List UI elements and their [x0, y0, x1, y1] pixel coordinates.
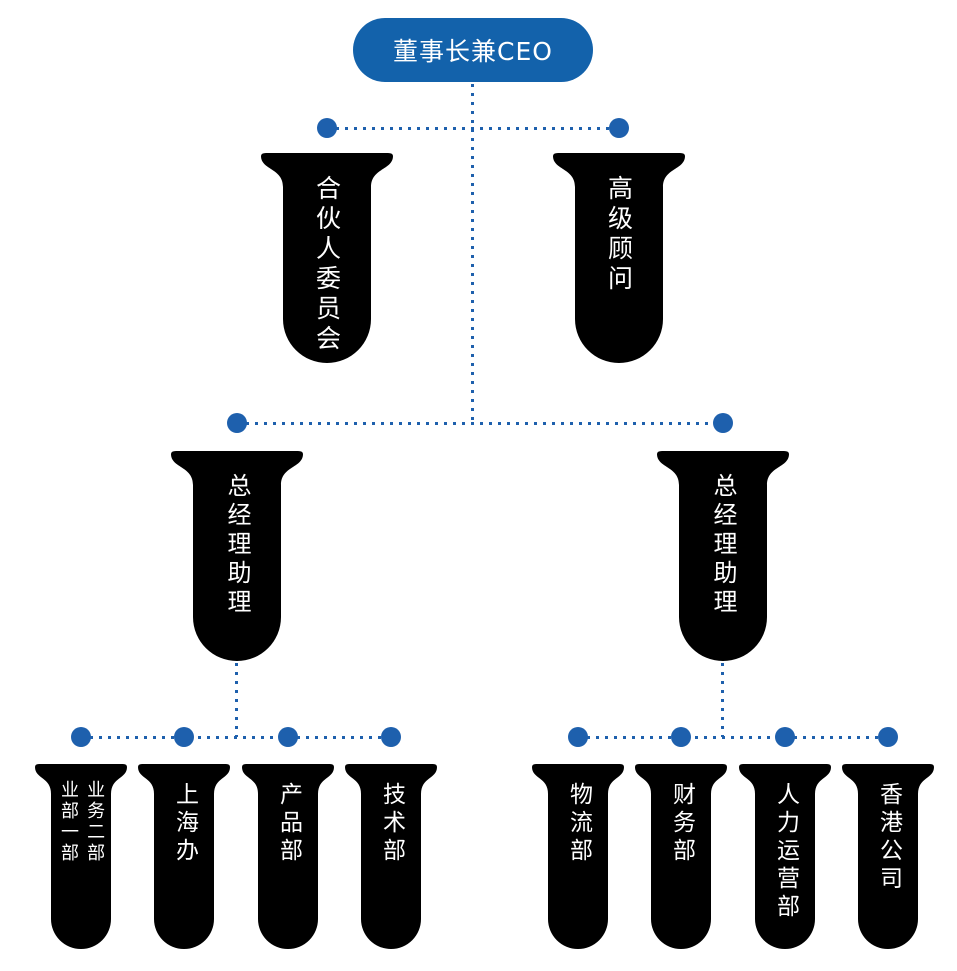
node-tech-dept: 技术部: [345, 764, 437, 949]
business-depts-label: 业务二部 业部一部: [55, 780, 107, 864]
tech-dept-label: 技术部: [378, 782, 405, 866]
node-senior-advisor: 高级顾问: [553, 153, 685, 363]
junction-dot-l4-5: [568, 727, 588, 747]
node-hr-operations-dept: 人力运营部: [739, 764, 831, 949]
junction-dot-l3-left: [227, 413, 247, 433]
junction-dot-l4-7: [775, 727, 795, 747]
node-shanghai-office: 上海办: [138, 764, 230, 949]
connector-right-assistant-vline: [721, 663, 724, 737]
junction-dot-l3-right: [713, 413, 733, 433]
connector-level4-left-hline: [81, 736, 391, 739]
junction-dot-l2-left: [317, 118, 337, 138]
node-gm-assistant-left: 总经理助理: [171, 451, 303, 661]
connector-level4-right-hline: [578, 736, 888, 739]
junction-dot-l4-8: [878, 727, 898, 747]
gm-assistant-right-label: 总经理助理: [709, 473, 737, 618]
node-product-dept: 产品部: [242, 764, 334, 949]
logistics-dept-label: 物流部: [565, 782, 592, 866]
junction-dot-l4-6: [671, 727, 691, 747]
node-partner-committee: 合伙人委员会: [261, 153, 393, 363]
business-dept2-label: 业务二部: [84, 780, 106, 864]
partner-committee-label: 合伙人委员会: [312, 175, 342, 355]
junction-dot-l4-1: [71, 727, 91, 747]
node-chairman-ceo: 董事长兼CEO: [353, 18, 593, 82]
connector-trunk-vline: [471, 84, 474, 423]
senior-advisor-label: 高级顾问: [604, 175, 634, 295]
node-business-depts: 业务二部 业部一部: [35, 764, 127, 949]
shanghai-office-label: 上海办: [171, 782, 198, 866]
node-finance-dept: 财务部: [635, 764, 727, 949]
junction-dot-l2-right: [609, 118, 629, 138]
hongkong-company-label: 香港公司: [875, 782, 902, 894]
business-dept1-label: 业部一部: [58, 780, 79, 864]
gm-assistant-left-label: 总经理助理: [223, 473, 251, 618]
node-logistics-dept: 物流部: [532, 764, 624, 949]
hr-operations-dept-label: 人力运营部: [772, 782, 799, 922]
finance-dept-label: 财务部: [668, 782, 695, 866]
product-dept-label: 产品部: [275, 782, 302, 866]
connector-level2-hline: [327, 127, 619, 130]
node-gm-assistant-right: 总经理助理: [657, 451, 789, 661]
chairman-ceo-label: 董事长兼CEO: [393, 37, 553, 66]
junction-dot-l4-4: [381, 727, 401, 747]
node-hongkong-company: 香港公司: [842, 764, 934, 949]
junction-dot-l4-3: [278, 727, 298, 747]
connector-left-assistant-vline: [235, 663, 238, 737]
connector-level3-hline: [237, 422, 723, 425]
junction-dot-l4-2: [174, 727, 194, 747]
